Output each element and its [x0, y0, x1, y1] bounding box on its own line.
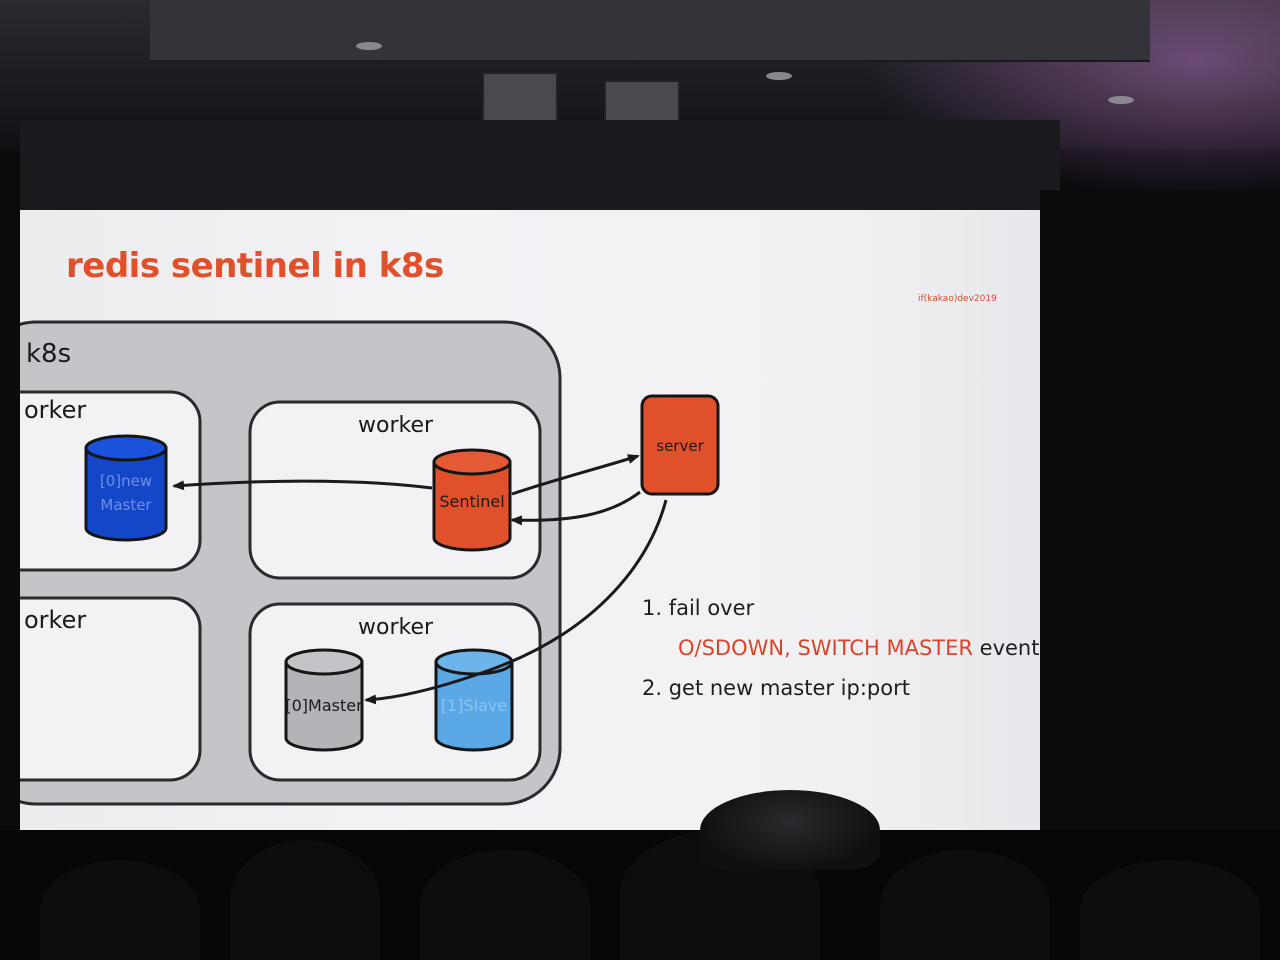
sentinel-cylinder: Sentinel: [432, 448, 512, 552]
note-step-2: 2. get new master ip:port: [642, 676, 910, 700]
note-step-1: 1. fail over: [642, 596, 755, 620]
worker-label: worker: [358, 615, 434, 640]
new-master-label-line2: Master: [100, 496, 152, 514]
ceiling-panel: [150, 0, 1150, 62]
new-master-cylinder: [0]new Master: [84, 434, 168, 542]
old-master-label: [0]Master: [285, 696, 363, 715]
server-label: server: [656, 437, 704, 455]
slide: redis sentinel in k8s if(kakao)dev2019 k…: [20, 210, 1040, 830]
arrow-sentinel-to-server: [511, 454, 640, 496]
k8s-cluster-label: k8s: [26, 339, 71, 369]
worker-label: worker: [358, 413, 434, 438]
slave-label: [1]Slave: [441, 696, 507, 715]
audience-head: [40, 860, 200, 960]
note-event-names: O/SDOWN, SWITCH MASTER: [678, 636, 973, 660]
audience-head: [420, 850, 590, 960]
ceiling-lamp: [766, 72, 792, 80]
note-step-1-detail: O/SDOWN, SWITCH MASTER event: [678, 636, 1039, 660]
slide-title: redis sentinel in k8s: [66, 246, 444, 286]
audience-head: [230, 840, 380, 960]
worker-label: orker: [24, 396, 86, 424]
audience-head: [880, 850, 1050, 960]
worker-box: [20, 596, 202, 782]
ceiling-lamp: [356, 42, 382, 50]
arrow-server-to-sentinel: [510, 490, 641, 526]
note-event-suffix: event: [972, 636, 1040, 660]
audience-head: [1080, 860, 1260, 960]
diagram-canvas: k8s orker worker orker worker [0]new Mas…: [20, 320, 720, 806]
brand-logo-text: if(kakao)dev2019: [918, 294, 997, 304]
ceiling-lamp: [1108, 96, 1134, 104]
side-banner: [1040, 190, 1280, 840]
sentinel-label: Sentinel: [439, 492, 504, 511]
arrow-sentinel-to-new-master: [172, 479, 433, 491]
new-master-label-line1: [0]new: [100, 472, 152, 490]
audience-hair: [700, 790, 880, 870]
worker-label: orker: [24, 606, 86, 634]
old-master-cylinder: [0]Master: [284, 648, 364, 752]
arrow-server-to-old-master: [364, 499, 668, 705]
server-box: server: [640, 394, 720, 496]
